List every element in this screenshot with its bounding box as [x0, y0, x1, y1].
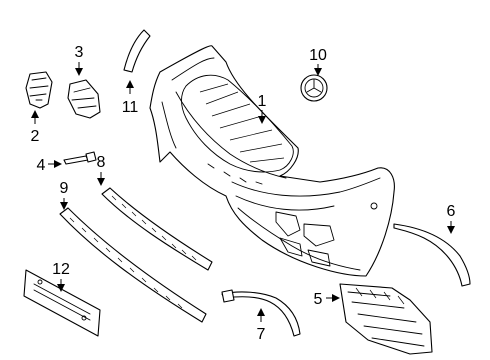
- callout-3-arrow: [75, 68, 83, 76]
- callout-11-label: 11: [122, 99, 139, 116]
- callout-7-label: 7: [257, 326, 266, 343]
- callout-3[interactable]: 3: [75, 44, 84, 76]
- callout-6-label: 6: [447, 203, 456, 220]
- callout-4-label: 4: [37, 157, 46, 174]
- callout-5[interactable]: 5: [314, 291, 340, 308]
- callout-11-arrow: [126, 80, 134, 88]
- callout-9-label: 9: [60, 180, 69, 197]
- grille-strip-part-8[interactable]: [101, 187, 213, 271]
- callout-6[interactable]: 6: [447, 203, 456, 234]
- callout-10[interactable]: 10: [309, 47, 327, 76]
- callout-2-label: 2: [31, 128, 40, 145]
- callout-2-arrow: [31, 110, 39, 118]
- license-bracket-part-12[interactable]: [23, 269, 101, 337]
- bumper-cover-part[interactable]: [149, 45, 395, 277]
- callout-12-arrow: [57, 284, 65, 292]
- bracket-part-2[interactable]: [25, 71, 53, 109]
- callout-1[interactable]: 1: [258, 93, 267, 124]
- emblem-part-10[interactable]: [300, 74, 328, 102]
- trim-molding-part-7[interactable]: [221, 289, 301, 337]
- callout-7-arrow: [257, 308, 265, 316]
- callout-1-arrow: [258, 116, 266, 124]
- grille-strip-part-9[interactable]: [59, 207, 207, 323]
- clip-part-4[interactable]: [63, 151, 97, 165]
- callout-6-arrow: [447, 226, 455, 234]
- callout-12-label: 12: [52, 261, 70, 278]
- callout-7[interactable]: 7: [257, 308, 266, 343]
- callout-11[interactable]: 11: [122, 80, 139, 116]
- callout-3-label: 3: [75, 44, 84, 61]
- trim-strip-part-11[interactable]: [123, 29, 151, 73]
- callout-8[interactable]: 8: [97, 154, 106, 186]
- callout-10-arrow: [314, 68, 322, 76]
- callout-4[interactable]: 4: [37, 157, 62, 174]
- callout-10-label: 10: [309, 47, 327, 64]
- callout-4-arrow: [54, 160, 62, 168]
- callout-9[interactable]: 9: [60, 180, 69, 210]
- callout-12[interactable]: 12: [52, 261, 70, 292]
- trim-strip-part-6[interactable]: [393, 223, 471, 287]
- callout-1-label: 1: [258, 93, 267, 110]
- bracket-part-3[interactable]: [67, 79, 101, 119]
- callout-5-arrow: [332, 294, 340, 302]
- callout-2[interactable]: 2: [31, 110, 40, 145]
- callout-8-arrow: [97, 178, 105, 186]
- callout-9-arrow: [60, 202, 68, 210]
- grille-insert-part-5[interactable]: [339, 283, 433, 355]
- callout-8-label: 8: [97, 154, 106, 171]
- callout-5-label: 5: [314, 291, 323, 308]
